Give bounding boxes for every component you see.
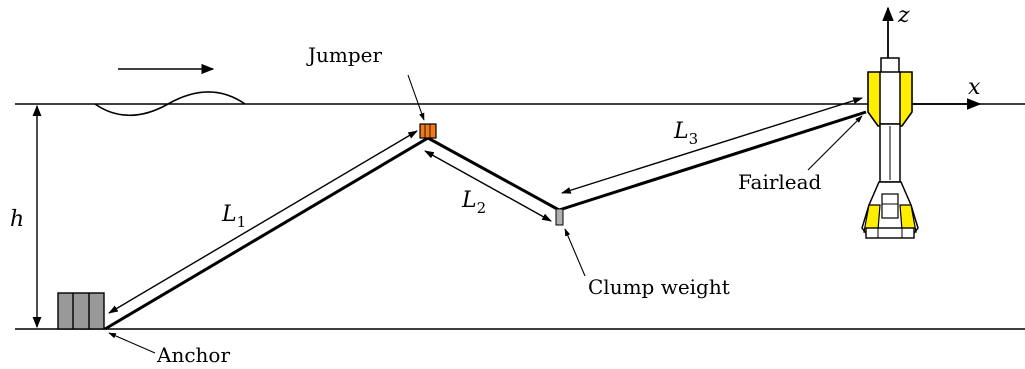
segment-2-label: L2 [461,188,486,217]
z-axis-label: z [897,3,910,28]
fairlead-label: Fairlead [738,170,822,194]
anchor-block [57,292,105,330]
floating-platform [861,57,919,239]
jumper-buoy [419,123,437,139]
mooring-line [104,110,867,331]
segment-2-dimension-arrow [424,150,552,222]
segment-3-label: L3 [673,119,698,148]
jumper-leader-arrow [407,74,425,121]
jumper-label: Jumper [306,43,383,67]
anchor-leader-arrow [108,332,156,354]
x-axis-label: x [968,75,981,100]
fairlead-leader-arrow [807,115,863,171]
depth-label: h [10,207,24,232]
segment-1-label: L1 [221,202,246,231]
anchor-label: Anchor [156,343,230,367]
clump-weight-label: Clump weight [588,275,730,299]
segment-1-dimension-arrow [108,130,418,314]
segment-3-dimension-arrow [561,97,863,194]
clump-weight-block [555,208,564,226]
wave-curve [94,91,246,117]
clump-weight-leader-arrow [564,228,586,277]
